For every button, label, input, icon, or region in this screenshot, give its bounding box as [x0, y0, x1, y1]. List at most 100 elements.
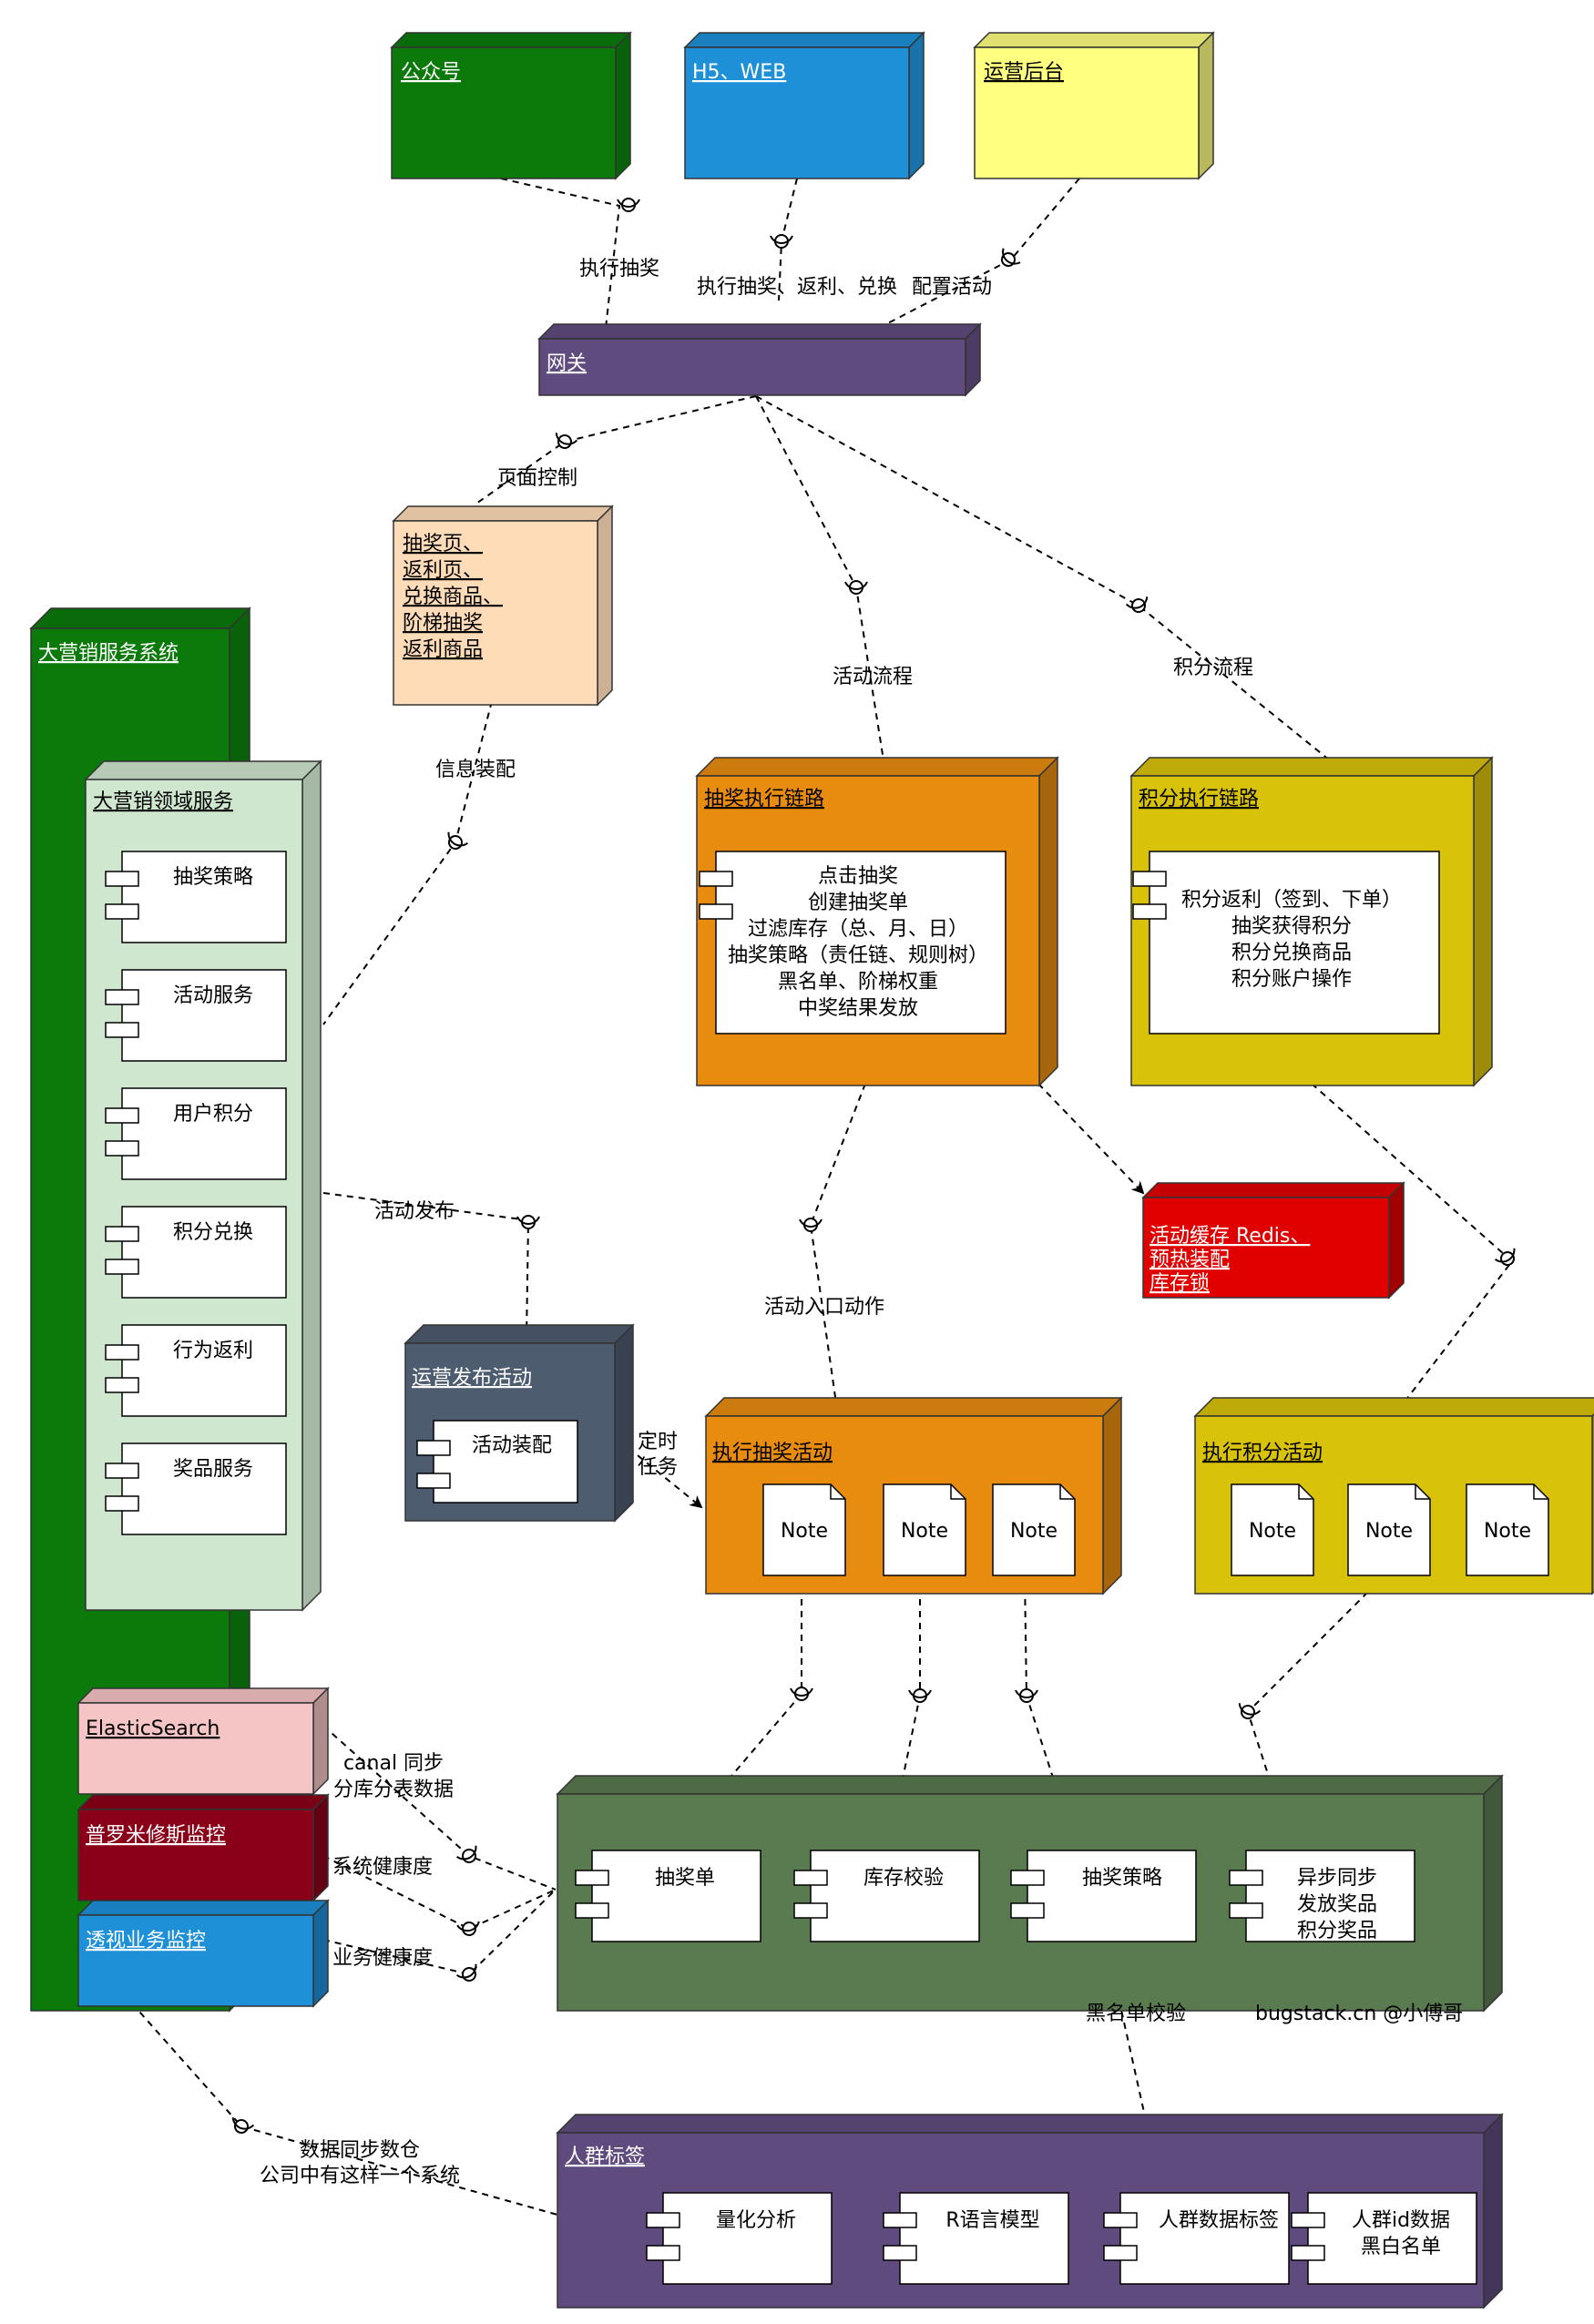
component-port-icon — [105, 1259, 139, 1275]
component-port-icon — [105, 1344, 139, 1361]
dependency-line — [322, 700, 493, 1025]
activity-cache-line: 库存锁 — [1150, 1272, 1210, 1295]
component-label: 中奖结果发放 — [798, 997, 918, 1020]
note[interactable]: Note — [1347, 1483, 1431, 1576]
biz-monitor-title: 透视业务监控 — [86, 1930, 206, 1952]
component-label: 抽奖策略 — [1082, 1867, 1162, 1890]
dependency-line — [1037, 1083, 1145, 1195]
dependency-line — [755, 395, 884, 761]
domain-component-6[interactable]: 奖品服务 — [105, 1442, 287, 1535]
biz-monitor-node[interactable]: 透视业务监控 — [77, 1899, 330, 2008]
ops-admin-node[interactable]: 运营后台 — [973, 31, 1215, 180]
component-label: 黑名单、阶梯权重 — [778, 971, 938, 994]
component-port-icon — [416, 1440, 451, 1456]
component-port-icon — [646, 2212, 680, 2228]
component-port-icon — [105, 1463, 139, 1479]
note-label: Note — [1249, 1520, 1296, 1543]
label-dw-sync: 公司中有这样一个系统 — [260, 2165, 460, 2187]
note-label: Note — [1365, 1520, 1413, 1543]
component-label: 积分兑换 — [173, 1221, 253, 1244]
component-label: 奖品服务 — [173, 1458, 253, 1481]
raffle-chain-steps[interactable]: 点击抽奖创建抽奖单过滤库存（总、月、日）抽奖策略（责任链、规则树）黑名单、阶梯权… — [699, 851, 1006, 1035]
h5-web-node[interactable]: H5、WEB — [683, 31, 925, 180]
component-label: 抽奖策略（责任链、规则树） — [728, 944, 988, 967]
component-port-icon — [793, 1902, 828, 1919]
page-item: 兑换商品、 — [403, 586, 503, 608]
component-port-icon — [1132, 871, 1167, 887]
domain-component-2[interactable]: 活动服务 — [105, 969, 287, 1062]
interface-socket-icon — [908, 1688, 932, 1703]
activity-assembly-component[interactable]: 活动装配 — [416, 1420, 578, 1503]
note-label: Note — [1484, 1520, 1531, 1543]
label-canal-sync: canal 同步 — [343, 1752, 444, 1775]
component-label: 活动服务 — [173, 984, 253, 1007]
domain-component-5[interactable]: 行为返利 — [105, 1324, 287, 1417]
gateway-title: 网关 — [547, 352, 587, 375]
h5-web-title: H5、WEB — [692, 61, 786, 84]
wechat-node[interactable]: 公众号 — [390, 31, 632, 180]
crowd-component-data-tags[interactable]: 人群数据标签 — [1103, 2192, 1290, 2285]
label-sys-health: 系统健康度 — [332, 1856, 433, 1879]
interface-socket-icon — [456, 1963, 477, 1982]
domain-component-4[interactable]: 积分兑换 — [105, 1206, 287, 1299]
label-blacklist-check: 黑名单校验 — [1086, 2003, 1186, 2025]
core-component-strategy[interactable]: 抽奖策略 — [1010, 1850, 1197, 1942]
label-activity-publish: 活动发布 — [374, 1200, 455, 1223]
crowd-component-quant[interactable]: 量化分析 — [646, 2192, 833, 2285]
domain-component-1[interactable]: 抽奖策略 — [105, 851, 287, 943]
interface-socket-icon — [516, 1215, 540, 1229]
label-exec-raffle-rebate-exchange: 执行抽奖、返利、兑换 — [697, 276, 897, 299]
component-port-icon — [883, 2212, 917, 2228]
domain-services-title: 大营销领域服务 — [93, 790, 233, 813]
note-label: Note — [901, 1520, 948, 1543]
note[interactable]: Note — [883, 1483, 966, 1576]
component-port-icon — [105, 1226, 139, 1242]
core-component-raffle-order[interactable]: 抽奖单 — [575, 1850, 761, 1942]
dependency-line — [500, 178, 621, 329]
interface-socket-icon — [799, 1218, 823, 1232]
note[interactable]: Note — [1231, 1483, 1314, 1576]
wechat-title: 公众号 — [401, 61, 461, 84]
component-label: 创建抽奖单 — [808, 892, 908, 914]
note-label: Note — [781, 1520, 828, 1543]
raffle-chain-title: 抽奖执行链路 — [704, 788, 824, 810]
points-chain-title: 积分执行链路 — [1139, 788, 1259, 810]
component-port-icon — [105, 903, 139, 920]
component-port-icon — [883, 2245, 917, 2261]
component-port-icon — [416, 1473, 451, 1489]
interface-socket-icon — [770, 234, 793, 249]
interface-socket-icon — [1495, 1248, 1516, 1266]
component-port-icon — [575, 1902, 609, 1919]
es-node[interactable]: ElasticSearch — [77, 1687, 330, 1796]
dependency-line — [322, 1855, 557, 1931]
label-exec-raffle: 执行抽奖 — [579, 258, 659, 280]
interface-socket-icon — [1015, 1688, 1038, 1703]
note[interactable]: Note — [1466, 1483, 1549, 1576]
component-port-icon — [575, 1870, 609, 1886]
interface-socket-icon — [617, 198, 640, 212]
gateway-node[interactable]: 网关 — [537, 322, 982, 397]
crowd-component-r-model[interactable]: R语言模型 — [883, 2192, 1069, 2285]
note[interactable]: Note — [762, 1483, 846, 1576]
prometheus-node[interactable]: 普罗米修斯监控 — [77, 1793, 330, 1902]
interface-socket-icon — [844, 580, 868, 595]
crowd-tags-title: 人群标签 — [565, 2146, 645, 2168]
domain-component-3[interactable]: 用户积分 — [105, 1087, 287, 1180]
component-label: 过滤库存（总、月、日） — [748, 918, 968, 941]
exec-raffle-title: 执行抽奖活动 — [712, 1442, 833, 1464]
component-port-icon — [105, 1107, 139, 1124]
marketing-system-title: 大营销服务系统 — [38, 642, 179, 665]
core-component-stock-check[interactable]: 库存校验 — [793, 1850, 980, 1942]
note[interactable]: Note — [992, 1483, 1076, 1576]
component-port-icon — [646, 2245, 680, 2261]
component-port-icon — [1010, 1902, 1045, 1919]
ops-admin-title: 运营后台 — [984, 61, 1064, 84]
component-label: 抽奖获得积分 — [1231, 915, 1352, 938]
component-port-icon — [105, 989, 139, 1005]
label-biz-health: 业务健康度 — [332, 1947, 433, 1970]
